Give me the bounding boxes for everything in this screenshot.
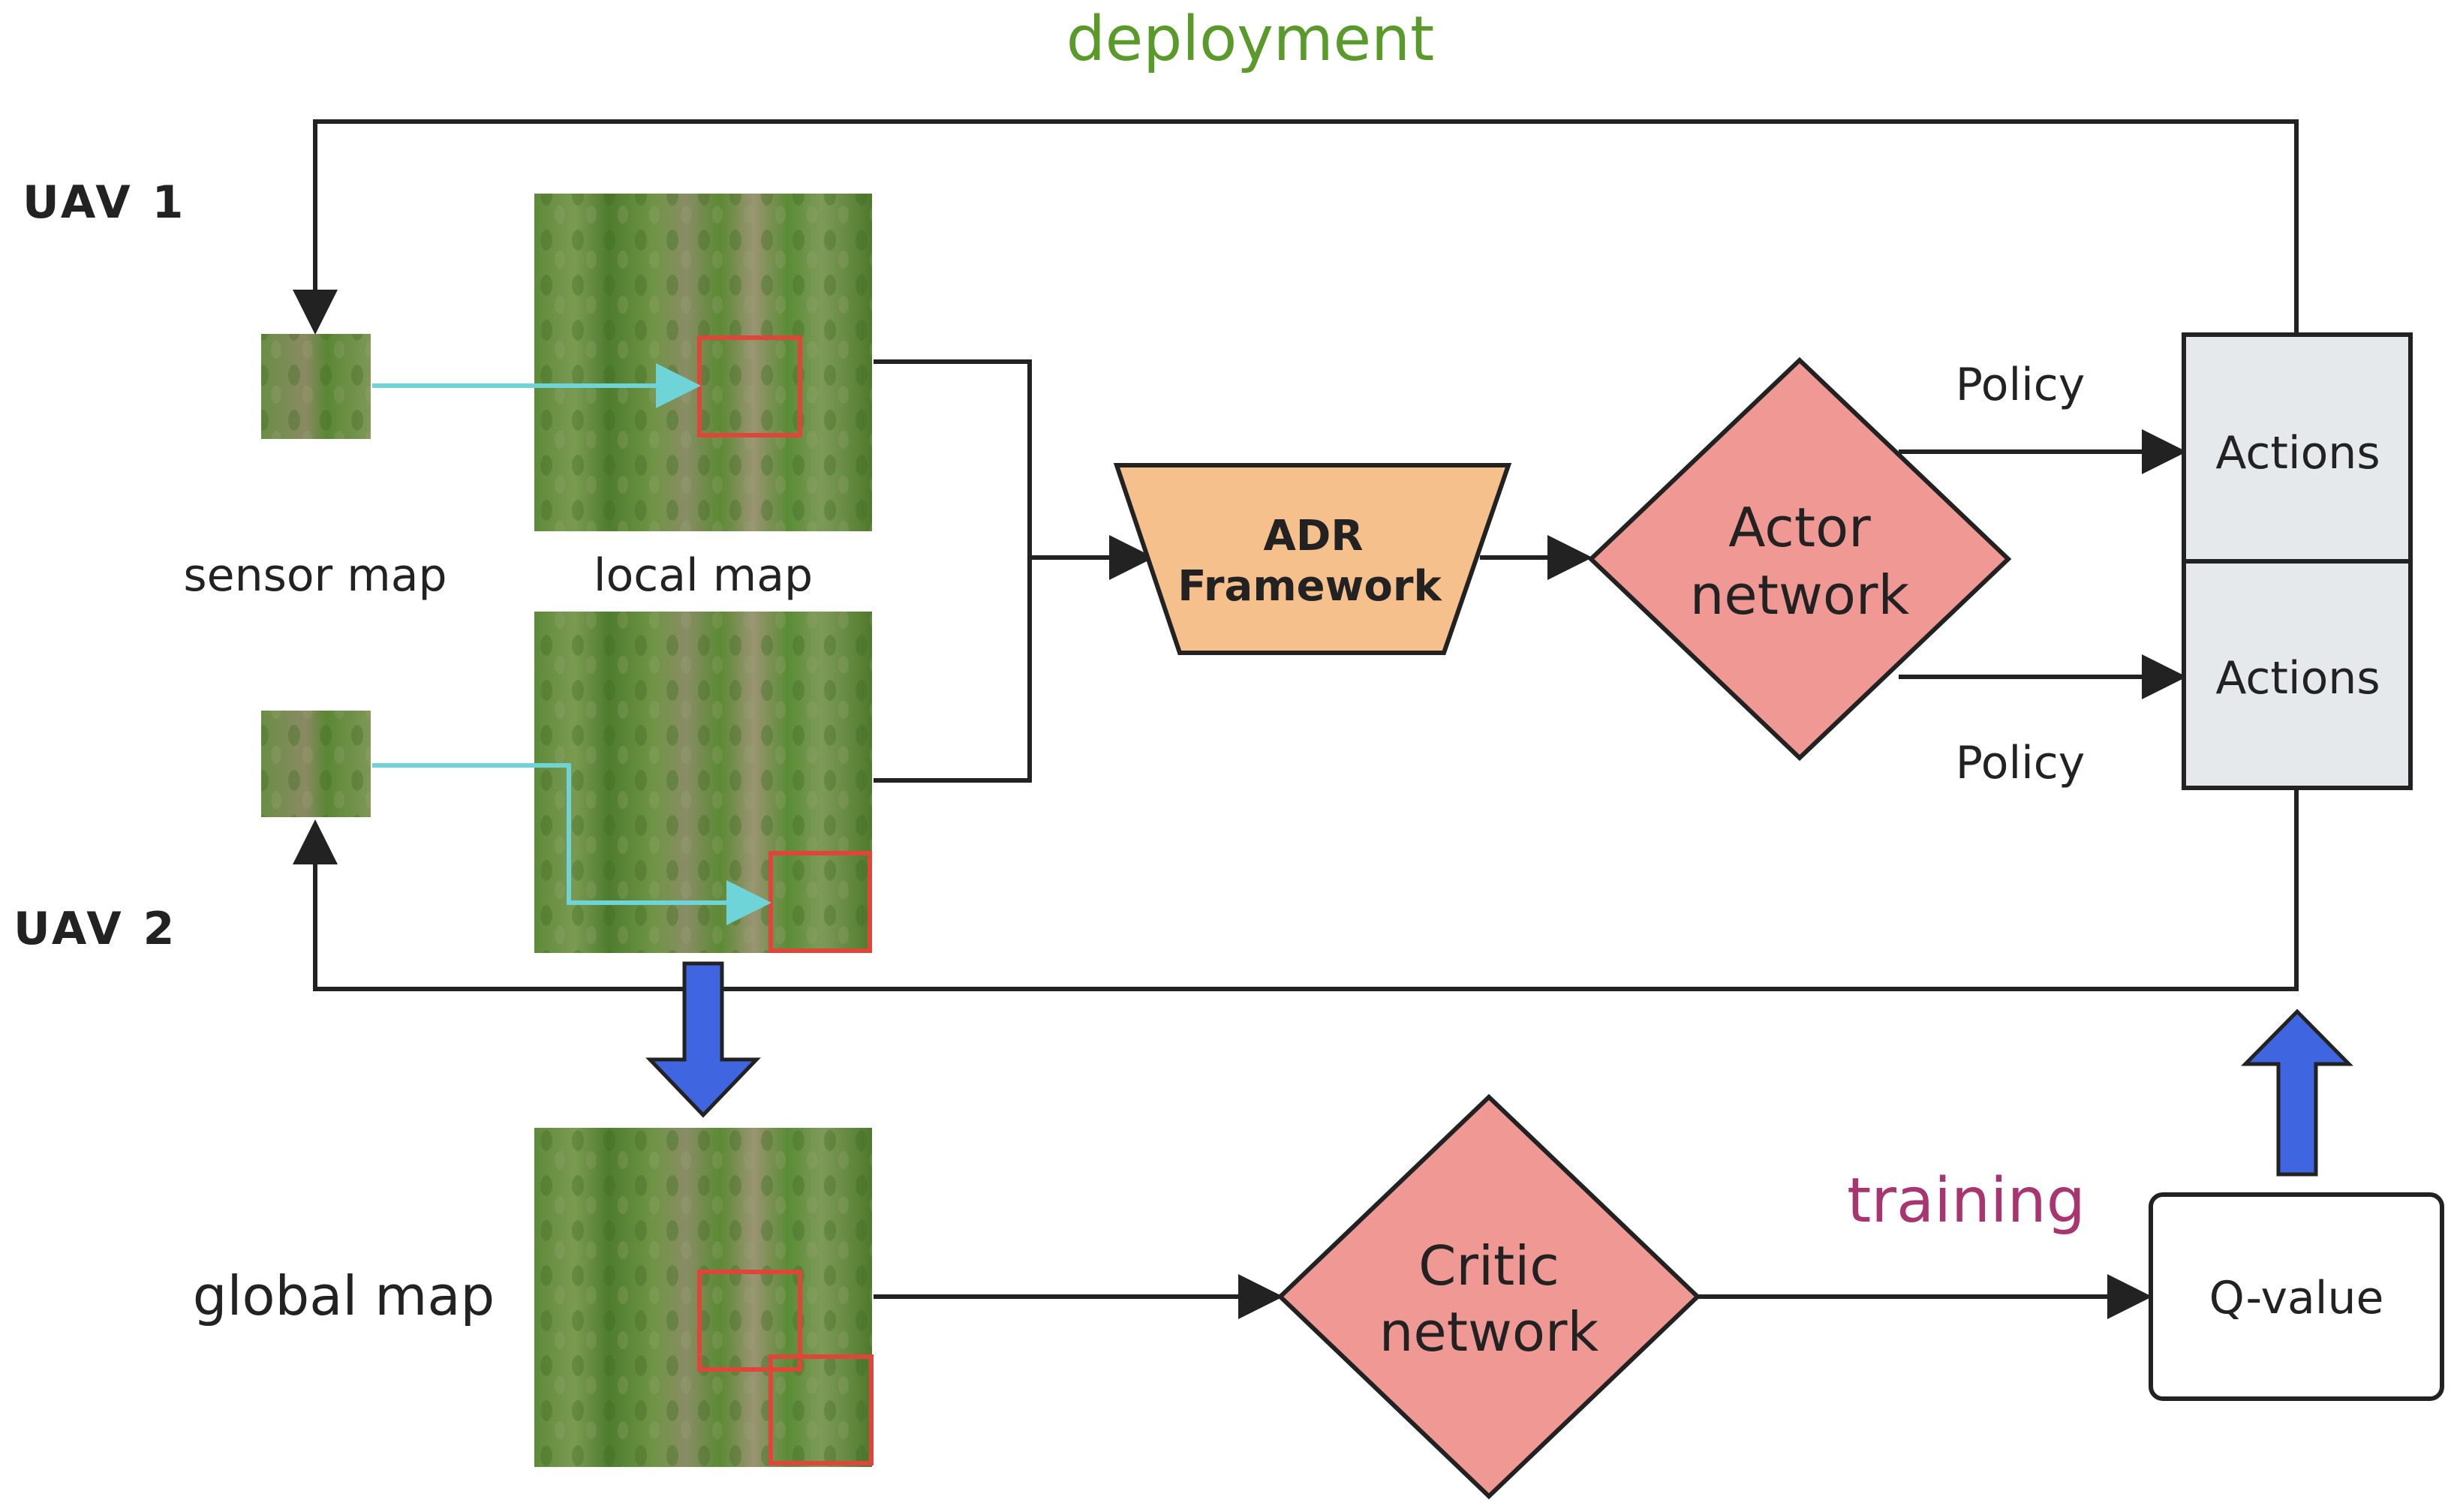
local-map-uav1 [534, 194, 872, 531]
actor-network-block: Actor network [1587, 356, 2012, 762]
policy-label-top: Policy [1956, 359, 2086, 411]
sensor-map-uav2 [261, 711, 371, 817]
deployment-loop-bottom [293, 789, 2299, 991]
up-arrow-icon [2241, 1009, 2353, 1177]
sensor-map-uav1 [261, 334, 371, 439]
deployment-title: deployment [1066, 4, 1434, 75]
qvalue-label: Q-value [2209, 1272, 2384, 1324]
deployment-loop-top [293, 119, 2299, 335]
sensor-link-uav2 [372, 763, 771, 925]
actions-block: Actions Actions [2182, 332, 2413, 790]
adr-line1: ADR [1264, 512, 1364, 561]
critic-line1: Critic [1418, 1234, 1559, 1297]
critic-network-block: Critic network [1277, 1093, 1701, 1500]
global-map-label: global map [193, 1264, 495, 1327]
actor-line2: network [1690, 564, 1910, 627]
uav1-label: UAV 1 [23, 176, 186, 229]
critic-line2: network [1379, 1300, 1599, 1363]
global-map-highlight-2 [768, 1354, 874, 1465]
sensor-map-label: sensor map [183, 549, 447, 602]
policy-label-bottom: Policy [1956, 737, 2086, 789]
actions-box-bottom [2182, 559, 2413, 790]
global-map [534, 1128, 874, 1467]
local-maps-to-adr-connector [874, 359, 1032, 783]
down-arrow-icon [645, 961, 761, 1118]
global-map-highlight-1 [697, 1270, 802, 1372]
actions-label-bottom: Actions [2215, 652, 2380, 705]
local-map-label: local map [594, 549, 813, 602]
uav2-label: UAV 2 [14, 903, 177, 955]
adr-framework-block: ADR Framework [1113, 463, 1512, 655]
local-map-uav2 [534, 612, 872, 953]
actor-line1: Actor [1728, 496, 1871, 559]
adr-line2: Framework [1177, 562, 1442, 611]
qvalue-block: Q-value [2149, 1192, 2444, 1401]
training-title: training [1847, 1165, 2086, 1237]
actions-label-top: Actions [2215, 427, 2380, 479]
actions-box-top [2182, 332, 2413, 564]
